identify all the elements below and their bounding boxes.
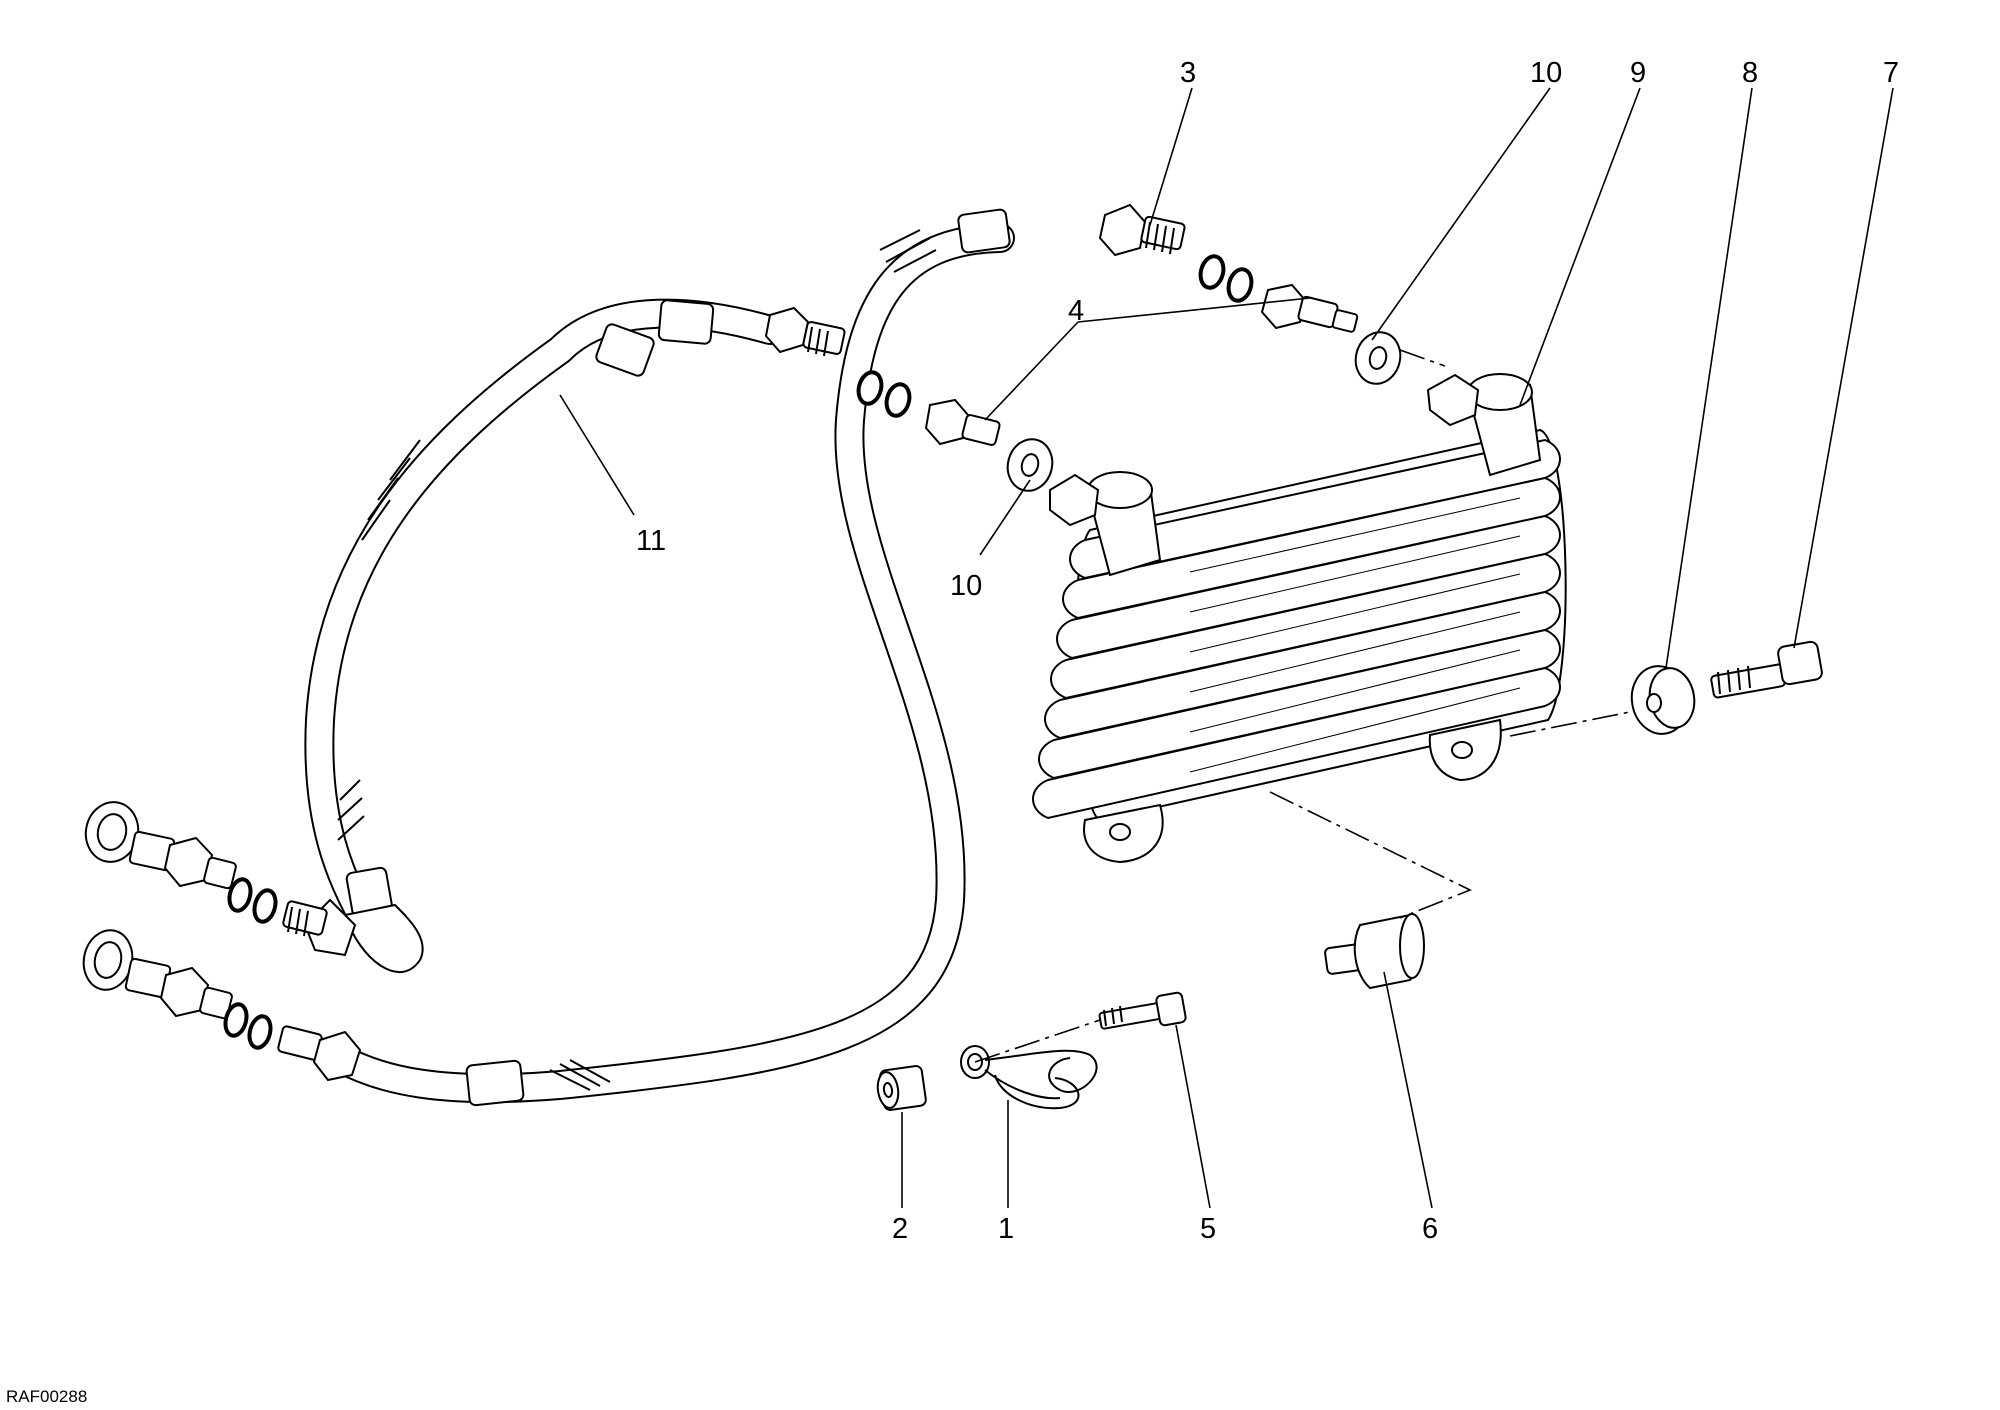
leader-lines: [559, 87, 1894, 1209]
callout-2: 2: [892, 1213, 908, 1245]
cooler-plates: [1032, 438, 1561, 820]
callout-1: 1: [998, 1213, 1014, 1245]
callout-10-lower: 10: [950, 570, 982, 602]
drawing-code: RAF00288: [6, 1387, 87, 1406]
callout-4: 4: [1068, 295, 1084, 327]
callout-11: 11: [636, 525, 666, 557]
callout-8: 8: [1742, 57, 1758, 89]
callout-3: 3: [1180, 57, 1196, 89]
callout-7: 7: [1883, 57, 1899, 89]
oil-hose-long: [325, 208, 1015, 1107]
callout-6: 6: [1422, 1213, 1438, 1245]
upper-fittings: [764, 203, 1402, 492]
callout-5: 5: [1200, 1213, 1216, 1245]
callout-labels: 3 10 9 8 7 4 11 10 2 1 5 6: [636, 57, 1899, 1245]
mounting-hardware: [876, 640, 1823, 1111]
assembly-lines: [974, 349, 1631, 1063]
oil-hose-short: [303, 298, 785, 973]
callout-10-upper: 10: [1530, 57, 1562, 89]
left-end-fittings: [82, 801, 362, 1082]
callout-9: 9: [1630, 57, 1646, 89]
oil-cooler: [1032, 373, 1567, 864]
